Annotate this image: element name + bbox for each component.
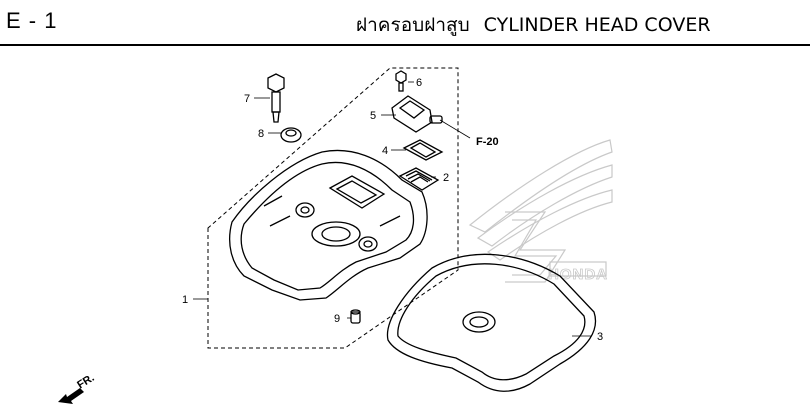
special-bolt [267,73,285,123]
front-direction-label: FR. [75,372,96,392]
breather-plate [398,167,440,191]
reference-label: F-20 [476,136,499,148]
front-direction-arrow: FR. [58,372,97,404]
page-title: ฝาครอบฝาสูบ CYLINDER HEAD COVER [356,10,711,40]
page-code: E - 1 [6,8,58,33]
callout-7: 7 [244,93,250,105]
callout-9: 9 [334,313,340,325]
callout-8: 8 [258,128,264,140]
breather-joint [391,95,443,133]
head-cover-gasket [386,253,597,392]
cylinder-head-cover [229,149,428,301]
callout-3: 3 [597,331,603,343]
breather-gasket [402,139,444,161]
title-thai: ฝาครอบฝาสูบ [356,14,470,36]
honda-wing-logo [468,139,613,283]
title-english: CYLINDER HEAD COVER [483,14,711,36]
header-divider [0,44,810,46]
assembly-outline [207,67,459,349]
leader-lines [193,81,592,337]
dowel-pin [350,309,361,324]
callout-4: 4 [382,145,388,157]
callout-6: 6 [416,77,422,89]
callout-2: 2 [443,172,449,184]
bolt [395,70,407,92]
rubber-seal-washer [280,127,302,143]
callout-1: 1 [182,294,188,306]
callout-5: 5 [370,110,376,122]
